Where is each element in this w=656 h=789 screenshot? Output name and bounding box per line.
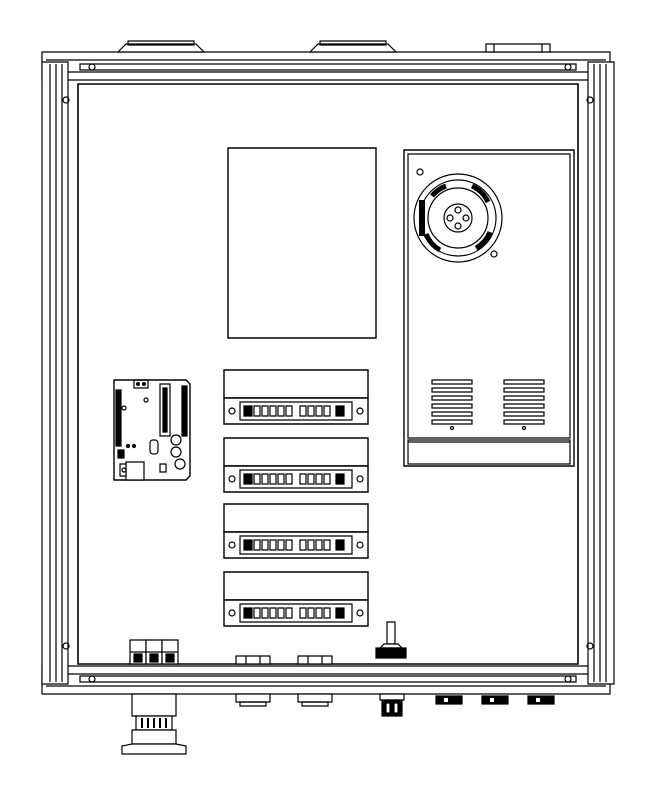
right-rail xyxy=(588,62,614,684)
screw-icon xyxy=(357,610,363,616)
left-rail xyxy=(42,62,68,684)
fan-icon xyxy=(414,169,502,262)
round-connector-1 xyxy=(236,694,270,706)
top-connectors xyxy=(118,41,550,52)
screw-icon xyxy=(357,408,363,414)
vent-slots xyxy=(432,380,544,430)
terminal-plug-2 xyxy=(482,696,508,704)
aviation-connector-left xyxy=(118,41,204,52)
screw-icon xyxy=(229,408,235,414)
top-rail xyxy=(42,52,610,80)
screw-icon xyxy=(229,610,235,616)
screw-icon xyxy=(565,64,571,70)
screw-icon xyxy=(587,97,593,103)
cable-gland xyxy=(376,622,406,658)
internal-connectors xyxy=(236,656,332,664)
screw-icon xyxy=(357,542,363,548)
screw-icon xyxy=(417,169,423,175)
screw-icon xyxy=(63,97,69,103)
screw-icon xyxy=(89,676,95,682)
stepper-driver-4 xyxy=(224,572,368,626)
gland-connector xyxy=(380,694,404,716)
aviation-connector-center xyxy=(310,41,396,52)
bottom-connectors xyxy=(122,694,554,754)
terminal-plug-1 xyxy=(436,696,462,704)
terminal-plug-3 xyxy=(528,696,554,704)
round-connector-2 xyxy=(298,694,332,706)
emergency-stop-button xyxy=(122,694,186,754)
screw-icon xyxy=(229,476,235,482)
screw-icon xyxy=(357,476,363,482)
bottom-rail xyxy=(42,666,610,694)
power-supply-with-fan xyxy=(404,150,574,466)
screw-icon xyxy=(89,64,95,70)
screw-icon xyxy=(63,643,69,649)
stepper-drivers xyxy=(224,370,368,626)
stepper-driver-1 xyxy=(224,370,368,424)
screw-icon xyxy=(587,643,593,649)
db-connector-right xyxy=(486,44,550,52)
blank-module-panel xyxy=(228,148,376,338)
screw-icon xyxy=(229,542,235,548)
stepper-driver-3 xyxy=(224,504,368,558)
din-terminal-blocks xyxy=(130,640,178,664)
stepper-driver-2 xyxy=(224,438,368,492)
screw-icon xyxy=(565,676,571,682)
microcontroller-board xyxy=(114,380,190,480)
screw-icon xyxy=(491,251,497,257)
